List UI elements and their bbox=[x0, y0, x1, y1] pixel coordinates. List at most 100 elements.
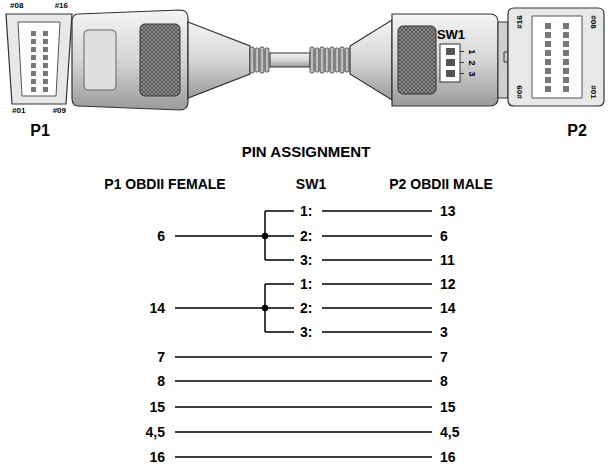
pin-number: 11 bbox=[440, 253, 455, 267]
rib bbox=[315, 48, 319, 72]
switch-position: 1 bbox=[467, 49, 476, 54]
rib bbox=[330, 47, 334, 73]
switch-position: 3 bbox=[467, 71, 476, 76]
p1-label-plate bbox=[84, 30, 116, 90]
switch-position: 2: bbox=[300, 229, 312, 243]
switch-position: 1: bbox=[300, 277, 312, 291]
column-header: P2 OBDII MALE bbox=[389, 177, 492, 191]
pin-number: 3 bbox=[440, 325, 448, 339]
pin-number: #01 bbox=[589, 85, 597, 98]
pin-number: #09 bbox=[516, 85, 524, 98]
switch-lever bbox=[446, 48, 455, 55]
pin-number: 4,5 bbox=[440, 425, 459, 439]
switch-lever bbox=[446, 59, 455, 66]
pin-number: #09 bbox=[53, 107, 66, 115]
pin-number: #16 bbox=[516, 15, 524, 28]
switch-position: 2: bbox=[300, 301, 312, 315]
pin bbox=[563, 32, 569, 38]
pin bbox=[31, 71, 36, 76]
pin bbox=[545, 59, 551, 65]
wire bbox=[175, 284, 294, 332]
pin bbox=[43, 79, 48, 84]
rib bbox=[265, 48, 269, 72]
pin-number: 16 bbox=[440, 450, 456, 464]
junction-dot bbox=[262, 233, 268, 239]
title: PIN ASSIGNMENT bbox=[242, 144, 371, 159]
p1-neck bbox=[188, 22, 250, 98]
wire bbox=[175, 211, 294, 260]
pin bbox=[31, 87, 36, 92]
pin bbox=[43, 63, 48, 68]
connector-name: P2 bbox=[567, 123, 587, 139]
wire bbox=[175, 357, 432, 457]
pin bbox=[43, 87, 48, 92]
pin-number: 15 bbox=[149, 400, 165, 414]
rib bbox=[250, 47, 254, 73]
pin bbox=[43, 55, 48, 60]
pin bbox=[563, 68, 569, 74]
pin-number: 6 bbox=[440, 229, 448, 243]
pin bbox=[545, 41, 551, 47]
pin-number: #08 bbox=[589, 15, 597, 28]
switch-lever bbox=[446, 70, 455, 77]
switch-position: 3: bbox=[300, 253, 312, 267]
pin-number: 16 bbox=[149, 450, 165, 464]
pin bbox=[563, 59, 569, 65]
cable bbox=[270, 53, 310, 67]
pin bbox=[545, 86, 551, 92]
p2-plug bbox=[498, 22, 508, 98]
switch-position: 2 bbox=[467, 60, 476, 65]
p2-shell bbox=[532, 16, 582, 98]
column-header: SW1 bbox=[296, 177, 326, 191]
rib bbox=[260, 47, 264, 73]
pin-number: 15 bbox=[440, 400, 456, 414]
rib bbox=[325, 48, 329, 72]
strain-relief bbox=[250, 47, 269, 73]
pin-number: 14 bbox=[149, 301, 165, 315]
p1-face bbox=[6, 14, 72, 104]
pin bbox=[31, 47, 36, 52]
p1-socket bbox=[18, 22, 60, 96]
column-header: P1 OBDII FEMALE bbox=[104, 177, 225, 191]
pin-number: #08 bbox=[10, 2, 23, 10]
pin bbox=[545, 68, 551, 74]
rib bbox=[255, 48, 259, 72]
pin-contacts bbox=[31, 23, 569, 92]
pin bbox=[563, 50, 569, 56]
pin-number: #16 bbox=[55, 2, 68, 10]
dip-switch bbox=[440, 44, 460, 82]
pin bbox=[31, 31, 36, 36]
pin bbox=[545, 23, 551, 29]
pin bbox=[43, 47, 48, 52]
pin bbox=[563, 86, 569, 92]
pin bbox=[43, 31, 48, 36]
pin bbox=[43, 39, 48, 44]
junction-dot bbox=[262, 305, 268, 311]
switch-position: 1: bbox=[300, 204, 312, 218]
switch-name: SW1 bbox=[437, 28, 465, 41]
pin bbox=[563, 41, 569, 47]
pin bbox=[545, 32, 551, 38]
pin-number: 7 bbox=[440, 350, 448, 364]
wire bbox=[322, 211, 432, 260]
pin bbox=[43, 71, 48, 76]
rib bbox=[335, 48, 339, 72]
wire bbox=[322, 284, 432, 332]
p1-grip bbox=[140, 24, 180, 96]
pin-number: 6 bbox=[157, 229, 165, 243]
rib bbox=[340, 47, 344, 73]
p1-housing bbox=[72, 10, 188, 110]
pin bbox=[31, 55, 36, 60]
pin bbox=[31, 63, 36, 68]
p2-neck bbox=[350, 20, 392, 100]
switch-position: 3: bbox=[300, 325, 312, 339]
pin-number: 8 bbox=[157, 374, 165, 388]
switch-leader bbox=[460, 52, 464, 74]
pin bbox=[31, 79, 36, 84]
pin-number: 8 bbox=[440, 374, 448, 388]
pin-number: 14 bbox=[440, 301, 456, 315]
pin bbox=[563, 23, 569, 29]
rib bbox=[320, 47, 324, 73]
strain-relief bbox=[310, 47, 349, 73]
pin-number: 4,5 bbox=[146, 425, 165, 439]
